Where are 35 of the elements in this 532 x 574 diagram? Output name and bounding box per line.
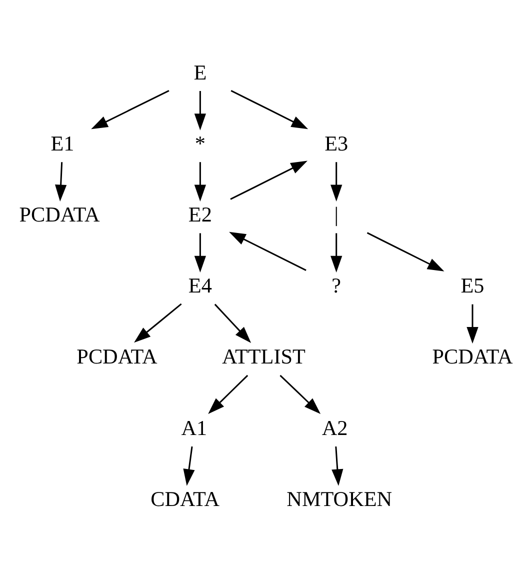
arrow bbox=[332, 446, 344, 486]
node-text: ? bbox=[332, 274, 342, 298]
arrow bbox=[183, 446, 195, 486]
node-text: E1 bbox=[50, 131, 74, 156]
arrow bbox=[194, 162, 206, 202]
arrow bbox=[208, 374, 248, 414]
node-text: PCDATA bbox=[76, 344, 158, 369]
arrow bbox=[91, 90, 170, 130]
arrow bbox=[230, 160, 308, 200]
node-text: * bbox=[194, 131, 206, 156]
arrow bbox=[230, 90, 308, 130]
arrow bbox=[194, 91, 206, 130]
arrow bbox=[366, 232, 444, 272]
node-text: NMTOKEN bbox=[286, 486, 392, 511]
arrow bbox=[330, 162, 342, 202]
node-text: PCDATA bbox=[432, 344, 513, 369]
arrow bbox=[214, 304, 252, 344]
node-text: ATTLIST bbox=[222, 344, 306, 369]
node-text: | bbox=[334, 202, 338, 226]
node-text: E3 bbox=[324, 131, 348, 156]
arrow bbox=[194, 233, 206, 273]
node-text: PCDATA bbox=[19, 202, 100, 226]
node-text: E4 bbox=[188, 274, 212, 298]
node-text: A1 bbox=[181, 416, 208, 440]
arrow bbox=[280, 374, 321, 414]
node-text: E2 bbox=[188, 202, 212, 226]
node-text: A2 bbox=[322, 416, 348, 440]
node-text: E5 bbox=[460, 274, 484, 298]
arrow bbox=[54, 162, 67, 202]
arrow bbox=[229, 232, 306, 271]
arrow bbox=[330, 233, 342, 273]
node-text: CDATA bbox=[150, 486, 220, 511]
arrow bbox=[466, 304, 478, 344]
node-text: E bbox=[194, 60, 207, 84]
arrow bbox=[134, 303, 182, 343]
